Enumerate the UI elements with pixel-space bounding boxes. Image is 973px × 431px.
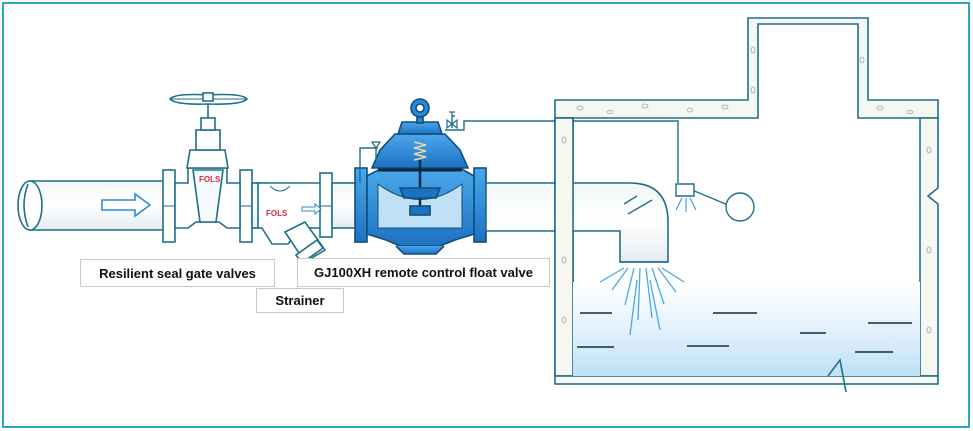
concrete-texture [561, 46, 932, 334]
float-valve-label: GJ100XH remote control float valve [297, 258, 550, 287]
elbow-highlight [623, 195, 653, 215]
gate-valve-label: Resilient seal gate valves [80, 259, 275, 287]
water-spray [599, 267, 685, 336]
gate-valve-mark: FOLS [199, 175, 221, 184]
inlet-pipe [17, 180, 166, 231]
water-tank [554, 17, 939, 393]
float-control-valve [354, 98, 487, 255]
water-lines [577, 312, 912, 353]
needle-valve-icon [370, 111, 458, 150]
strainer [257, 172, 333, 265]
strainer-mark: FOLS [266, 209, 288, 218]
flow-arrow-icon [101, 192, 152, 218]
gate-valve [162, 92, 253, 243]
pipe-segment-2 [331, 182, 357, 229]
flow-arrow-small-icon [301, 202, 322, 216]
float-spray [675, 197, 697, 212]
strainer-label: Strainer [256, 288, 344, 313]
float-ball [675, 183, 755, 222]
outlet-pipe [485, 182, 669, 263]
